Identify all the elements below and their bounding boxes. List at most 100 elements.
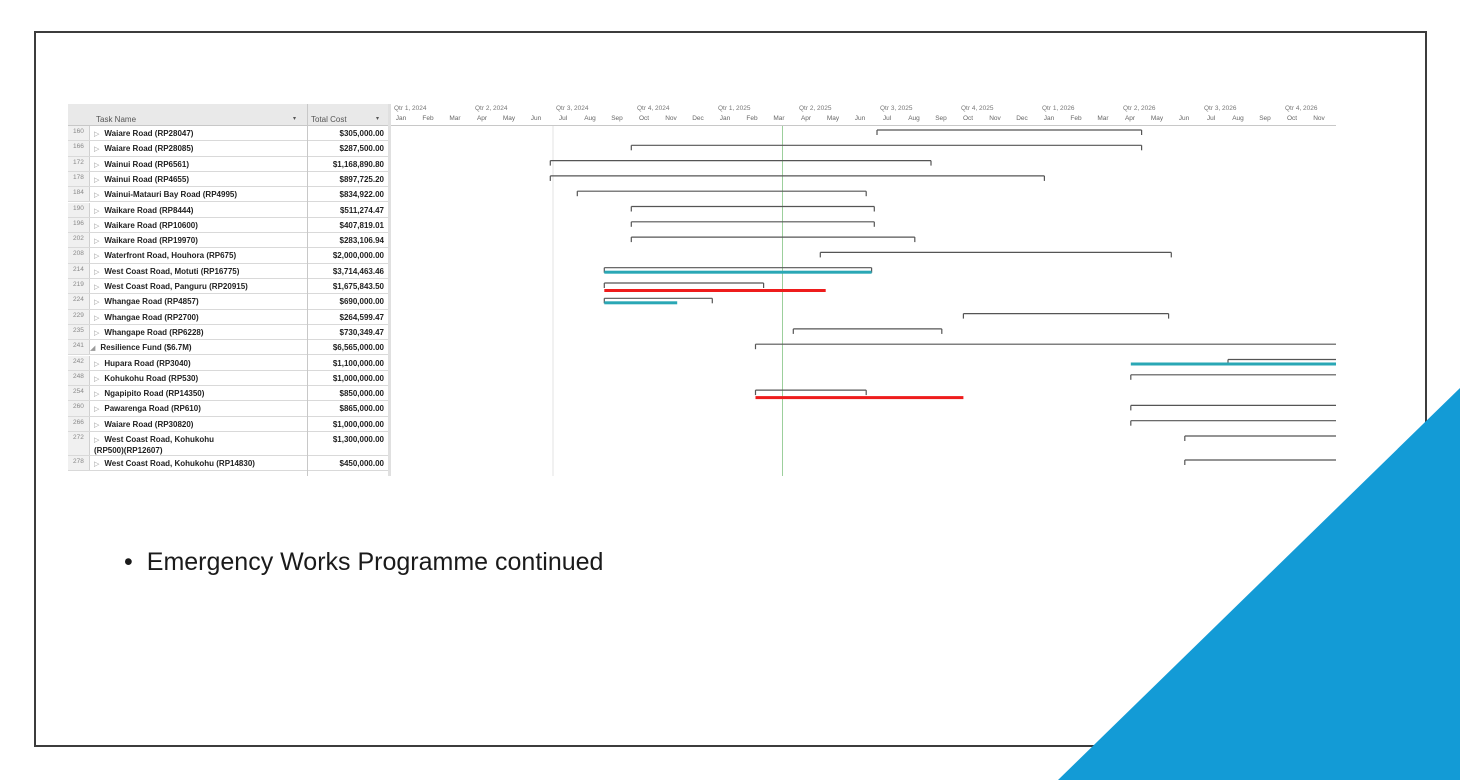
collapse-triangle-icon[interactable]: ◢ xyxy=(90,345,96,353)
row-id: 242 xyxy=(68,355,90,370)
expand-triangle-icon[interactable]: ▷ xyxy=(94,192,100,200)
month-label: Feb xyxy=(746,115,758,122)
total-cost: $6,565,000.00 xyxy=(332,343,384,353)
expand-triangle-icon[interactable]: ▷ xyxy=(94,437,100,444)
expand-triangle-icon[interactable]: ▷ xyxy=(94,391,100,399)
task-name: ▷ Waiare Road (RP30820) xyxy=(94,420,193,431)
total-cost: $730,349.47 xyxy=(339,327,385,337)
quarter-label: Qtr 4, 2024 xyxy=(637,105,670,112)
table-row[interactable]: 278▷West Coast Road, Kohukohu (RP14830)$… xyxy=(68,456,388,472)
month-label: Nov xyxy=(665,115,677,122)
task-name: ▷Waikare Road (RP10600) xyxy=(94,221,198,232)
row-id: 248 xyxy=(68,370,90,386)
table-row[interactable]: 254▷Ngapipito Road (RP14350)$850,000.00 xyxy=(68,386,388,402)
table-row[interactable]: 272▷West Coast Road, Kohukohu(RP500)(RP1… xyxy=(68,432,388,456)
expand-triangle-icon[interactable]: ▷ xyxy=(94,161,100,169)
table-row[interactable]: 229▷Whangae Road (RP2700)$264,599.47 xyxy=(68,309,388,325)
table-row[interactable]: 242 ▷ Hupara Road (RP3040) $1,100,000.00 xyxy=(68,355,388,371)
total-cost: $1,100,000.00 xyxy=(332,358,384,368)
month-label: Apr xyxy=(1124,115,1136,122)
total-cost: $1,675,843.50 xyxy=(332,282,384,291)
table-row[interactable]: 219 ▷West Coast Road, Panguru (RP20915) $1… xyxy=(68,279,388,295)
row-id: 178 xyxy=(68,171,90,187)
row-id: 190 xyxy=(68,202,90,217)
table-row[interactable]: 260▷Pawarenga Road (RP610)$865,000.00 xyxy=(68,401,388,417)
task-name-text: Ngapipito Road (RP14350) xyxy=(104,389,205,399)
quarter-label: Qtr 2, 2025 xyxy=(799,105,832,112)
gantt-bars xyxy=(549,126,1336,476)
row-id: 266 xyxy=(68,416,90,431)
task-name: ▷Wainui Road (RP6561) xyxy=(94,160,189,171)
task-name-text: Pawarenga Road (RP610) xyxy=(104,404,201,414)
quarter-label: Qtr 1, 2026 xyxy=(1042,105,1075,112)
task-name-text: Hupara Road (RP3040) xyxy=(104,358,191,368)
expand-triangle-icon[interactable]: ▷ xyxy=(94,461,100,468)
month-label: Sep xyxy=(611,115,623,122)
task-name: ▷West Coast Road, Panguru (RP20915) xyxy=(94,282,248,293)
quarter-label: Qtr 1, 2025 xyxy=(718,105,751,112)
row-id: 208 xyxy=(68,248,90,263)
table-row[interactable]: 214▷West Coast Road, Motuti (RP16775)$3,… xyxy=(68,263,388,279)
table-row[interactable]: 208▷Waterfront Road, Houhora (RP675)$2,0… xyxy=(68,248,388,264)
table-row[interactable]: 196▷Waikare Road (RP10600)$407,819.01 xyxy=(68,217,388,234)
expand-triangle-icon[interactable]: ▷ xyxy=(94,207,100,215)
expand-triangle-icon[interactable]: ▷ xyxy=(94,329,100,337)
table-row[interactable]: 178▷Wainui Road (RP4655)$897,725.20 xyxy=(68,171,388,188)
row-id: 219 xyxy=(68,279,90,294)
expand-triangle-icon[interactable]: ▷ xyxy=(94,238,100,246)
table-row[interactable]: 202▷Waikare Road (RP19970)$283,106.94 xyxy=(68,233,388,249)
month-label: Jun xyxy=(854,115,866,122)
expand-triangle-icon[interactable]: ▷ xyxy=(94,253,100,261)
row-id: 160 xyxy=(68,126,90,141)
expand-triangle-icon[interactable]: ▷ xyxy=(94,314,100,322)
month-label: May xyxy=(1150,115,1164,122)
month-label: Dec xyxy=(1016,115,1028,122)
expand-triangle-icon[interactable]: ▷ xyxy=(94,284,100,291)
table-row[interactable]: 184▷Wainui-Matauri Bay Road (RP4995)$834… xyxy=(68,187,388,203)
task-name-text: Resilience Fund ($6.7M) xyxy=(100,343,192,353)
expand-triangle-icon[interactable]: ▷ xyxy=(94,375,100,383)
month-label: Mar xyxy=(449,115,461,122)
expand-triangle-icon[interactable]: ▷ xyxy=(94,421,100,429)
table-row[interactable]: 160▷Waiare Road (RP28047)$305,000.00 xyxy=(68,126,388,142)
row-id: 202 xyxy=(68,233,90,248)
expand-triangle-icon[interactable]: ▷ xyxy=(94,406,100,414)
month-label: Jul xyxy=(1206,115,1216,122)
table-row[interactable]: 172▷Wainui Road (RP6561)$1,168,890.80 xyxy=(68,156,388,172)
expand-triangle-icon[interactable]: ▷ xyxy=(94,146,100,154)
task-name-text: Waiare Road (RP30820) xyxy=(104,419,194,429)
expand-triangle-icon[interactable]: ▷ xyxy=(94,360,100,368)
row-id: 235 xyxy=(68,324,90,340)
table-row[interactable]: 224▷Whangae Road (RP4857)$690,000.00 xyxy=(68,294,388,310)
month-label: Oct xyxy=(638,115,650,122)
expand-triangle-icon[interactable]: ▷ xyxy=(94,268,100,276)
task-name: ▷ Hupara Road (RP3040) xyxy=(94,359,191,370)
table-row[interactable]: 235▷Whangape Road (RP6228)$730,349.47 xyxy=(68,324,388,341)
task-name-text: Waikare Road (RP19970) xyxy=(104,236,198,246)
progress-bar xyxy=(1130,362,1336,366)
task-name: ▷ Waiare Road (RP28085) xyxy=(94,144,193,155)
month-label: Jan xyxy=(395,115,407,122)
expand-triangle-icon[interactable]: ▷ xyxy=(94,222,100,230)
month-label: Mar xyxy=(773,115,785,122)
quarter-label: Qtr 3, 2024 xyxy=(556,105,589,112)
task-name-text: West Coast Road, Kohukohu (RP14830) xyxy=(104,459,255,468)
task-name-text: West Coast Road, Kohukohu(RP500)(RP12607… xyxy=(94,435,215,455)
table-row[interactable]: 166▷Waiare Road (RP28085)$287,500.00 xyxy=(68,141,388,157)
task-name-text: Waiare Road (RP28085) xyxy=(104,144,194,154)
table-row[interactable]: 241◢Resilience Fund ($6.7M)$6,565,000.00 xyxy=(68,340,388,356)
total-cost-header: Total Cost xyxy=(311,115,347,124)
table-row[interactable]: 266▷Waiare Road (RP30820)$1,000,000.00 xyxy=(68,416,388,432)
expand-triangle-icon[interactable]: ▷ xyxy=(94,176,100,184)
month-label: Sep xyxy=(935,115,947,122)
month-label: Oct xyxy=(1286,115,1298,122)
table-row[interactable]: 190▷Waikare Road (RP8444)$511,274.47 xyxy=(68,202,388,218)
task-name: ▷Whangae Road (RP4857) xyxy=(94,297,199,308)
expand-triangle-icon[interactable]: ▷ xyxy=(94,299,100,307)
table-row[interactable]: 248▷Kohukohu Road (RP530)$1,000,000.00 xyxy=(68,370,388,387)
month-label: Jun xyxy=(1178,115,1190,122)
expand-triangle-icon[interactable]: ▷ xyxy=(94,131,100,138)
month-label: Aug xyxy=(1232,115,1244,122)
row-id: 196 xyxy=(68,217,90,233)
